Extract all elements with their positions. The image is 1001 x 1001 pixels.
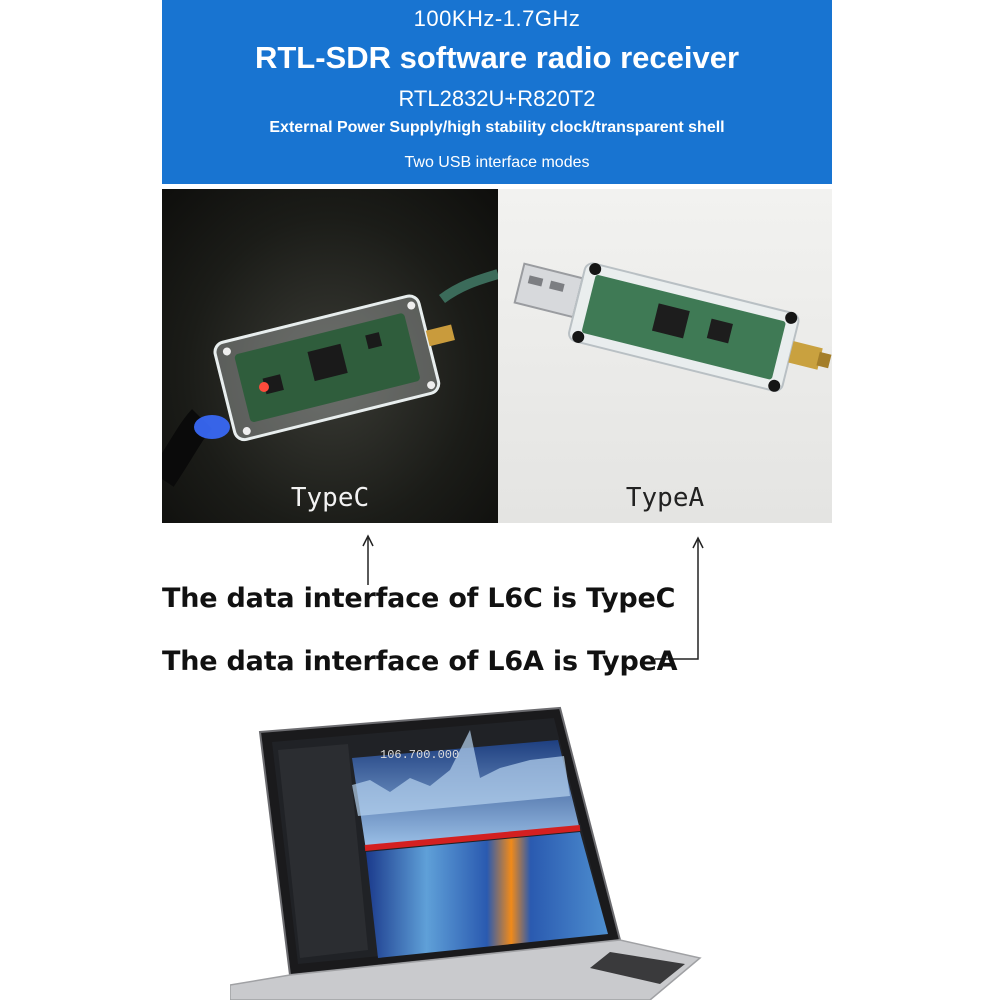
- chipset-label: RTL2832U+R820T2: [398, 86, 596, 111]
- typea-label: TypeA: [625, 483, 705, 513]
- caption-l6c: The data interface of L6C is TypeC: [162, 583, 676, 614]
- typec-device-illustration: [162, 269, 498, 487]
- usb-modes-label: Two USB interface modes: [404, 154, 590, 171]
- laptop-illustration: 106.700.000: [230, 706, 702, 1000]
- frequency-range: 100KHz-1.7GHz: [413, 6, 581, 31]
- product-title: RTL-SDR software radio receiver: [254, 40, 740, 75]
- typec-label: TypeC: [290, 483, 370, 513]
- feature-list: External Power Supply/high stability clo…: [269, 119, 725, 136]
- typea-arrow: [655, 540, 699, 660]
- typec-photo: TypeC: [162, 189, 498, 523]
- typea-photo: TypeA: [498, 189, 832, 523]
- typea-device-illustration: [513, 262, 832, 392]
- header-banner: 100KHz-1.7GHz RTL-SDR software radio rec…: [162, 0, 832, 184]
- caption-l6a: The data interface of L6A is TypeA: [162, 646, 678, 677]
- frequency-readout: 106.700.000: [380, 748, 459, 762]
- pointer-arrows: [362, 534, 704, 660]
